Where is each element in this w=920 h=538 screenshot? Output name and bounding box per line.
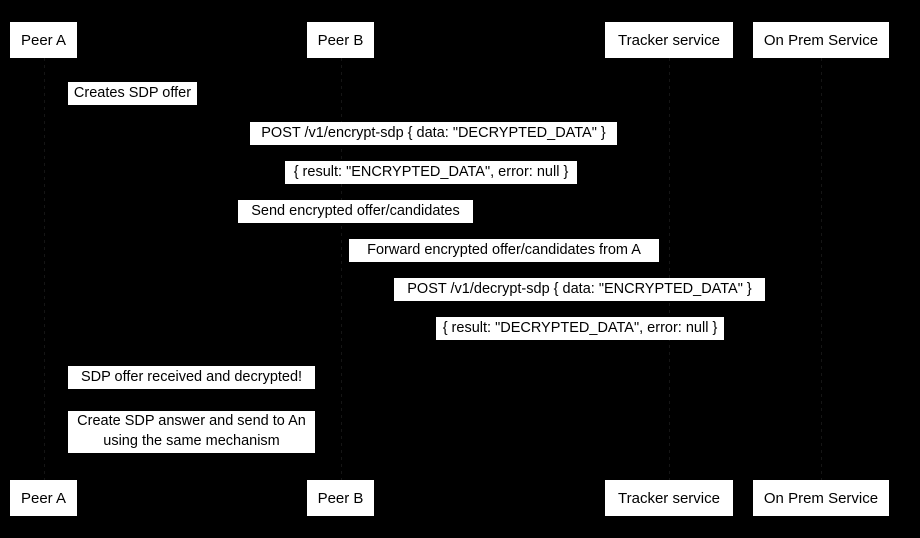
note-creates-sdp-offer: Creates SDP offer: [68, 82, 197, 105]
participant-label: Peer B: [317, 31, 364, 49]
lifeline-on-prem-service: [821, 58, 822, 480]
participant-footer-on-prem-service[interactable]: On Prem Service: [753, 480, 889, 516]
message-label-post-decrypt-sdp: POST /v1/decrypt-sdp { data: "ENCRYPTED_…: [394, 278, 765, 301]
message-text: POST /v1/encrypt-sdp { data: "DECRYPTED_…: [261, 125, 606, 142]
note-text: SDP offer received and decrypted!: [80, 368, 303, 385]
participant-header-peer-b[interactable]: Peer B: [307, 22, 374, 58]
participant-footer-peer-a[interactable]: Peer A: [10, 480, 77, 516]
participant-label: Peer B: [317, 489, 364, 507]
participant-label: On Prem Service: [763, 31, 879, 49]
participant-label: Peer A: [20, 489, 67, 507]
message-label-decrypt-sdp-result: { result: "DECRYPTED_DATA", error: null …: [436, 317, 724, 340]
message-label-encrypt-sdp-result: { result: "ENCRYPTED_DATA", error: null …: [285, 161, 577, 184]
message-label-forward-encrypted-offer: Forward encrypted offer/candidates from …: [349, 239, 659, 262]
message-text: Forward encrypted offer/candidates from …: [367, 242, 641, 259]
participant-header-peer-a[interactable]: Peer A: [10, 22, 77, 58]
lifeline-tracker-service: [669, 58, 670, 480]
participant-label: Tracker service: [618, 31, 720, 49]
participant-footer-tracker-service[interactable]: Tracker service: [605, 480, 733, 516]
participant-header-tracker-service[interactable]: Tracker service: [605, 22, 733, 58]
message-label-post-encrypt-sdp: POST /v1/encrypt-sdp { data: "DECRYPTED_…: [250, 122, 617, 145]
message-text: { result: "DECRYPTED_DATA", error: null …: [442, 320, 718, 337]
note-sdp-offer-received: SDP offer received and decrypted!: [68, 366, 315, 389]
participant-label: On Prem Service: [763, 489, 879, 507]
participant-footer-peer-b[interactable]: Peer B: [307, 480, 374, 516]
message-text: POST /v1/decrypt-sdp { data: "ENCRYPTED_…: [407, 281, 752, 298]
participant-label: Tracker service: [618, 489, 720, 507]
lifeline-peer-b: [340, 58, 342, 480]
participant-header-on-prem-service[interactable]: On Prem Service: [753, 22, 889, 58]
message-text: { result: "ENCRYPTED_DATA", error: null …: [293, 164, 569, 181]
note-create-sdp-answer: Create SDP answer and send to An using t…: [68, 411, 315, 453]
note-text: Creates SDP offer: [73, 84, 192, 101]
participant-label: Peer A: [20, 31, 67, 49]
note-text: Create SDP answer and send to An using t…: [77, 413, 306, 449]
message-text: Send encrypted offer/candidates: [251, 203, 460, 220]
message-label-send-encrypted-offer: Send encrypted offer/candidates: [238, 200, 473, 223]
lifeline-peer-a: [43, 58, 45, 480]
